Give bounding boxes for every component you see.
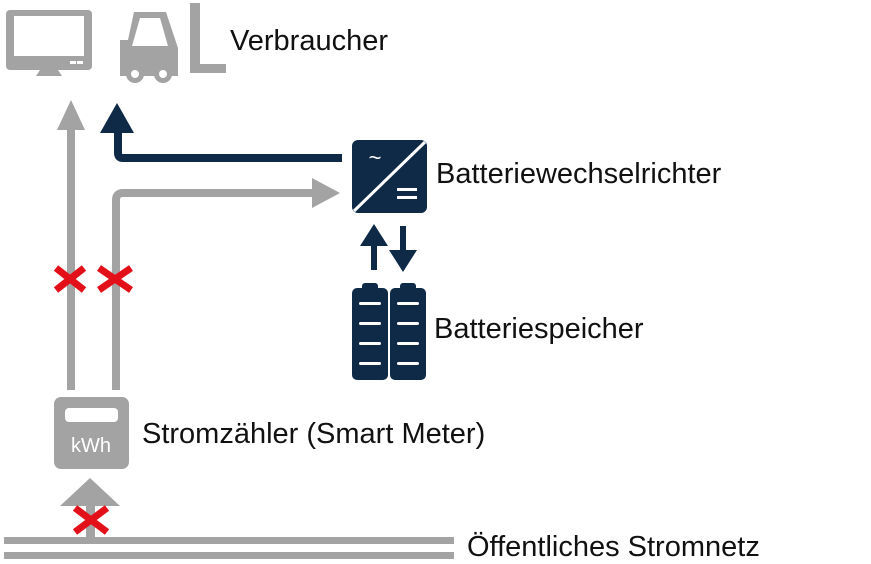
smart-meter-icon: kWh (54, 397, 129, 469)
inverter-label: Batteriewechselrichter (436, 158, 722, 190)
battery-icon (352, 283, 426, 380)
meter-label: Stromzähler (Smart Meter) (142, 418, 486, 450)
inverter-to-consumer-arrow (100, 103, 342, 162)
blocked-cross-icon (72, 505, 110, 535)
charge-discharge-arrows (360, 224, 417, 272)
grid-label: Öffentliches Stromnetz (467, 531, 760, 563)
grid-to-consumer-arrow (57, 100, 85, 390)
battery-label: Batteriespeicher (434, 313, 644, 345)
grid-to-meter-arrow (60, 478, 120, 540)
inverter-icon: ~ (352, 140, 427, 213)
svg-text:~: ~ (369, 145, 382, 170)
blocked-cross-icon (53, 265, 87, 293)
grid-to-inverter-arrow (112, 178, 340, 390)
monitor-icon (6, 10, 92, 76)
forklift-icon (120, 3, 226, 83)
blocked-cross-icon (97, 265, 133, 293)
svg-text:kWh: kWh (71, 435, 111, 457)
consumer-label: Verbraucher (230, 25, 388, 57)
power-grid-lines (4, 537, 454, 559)
